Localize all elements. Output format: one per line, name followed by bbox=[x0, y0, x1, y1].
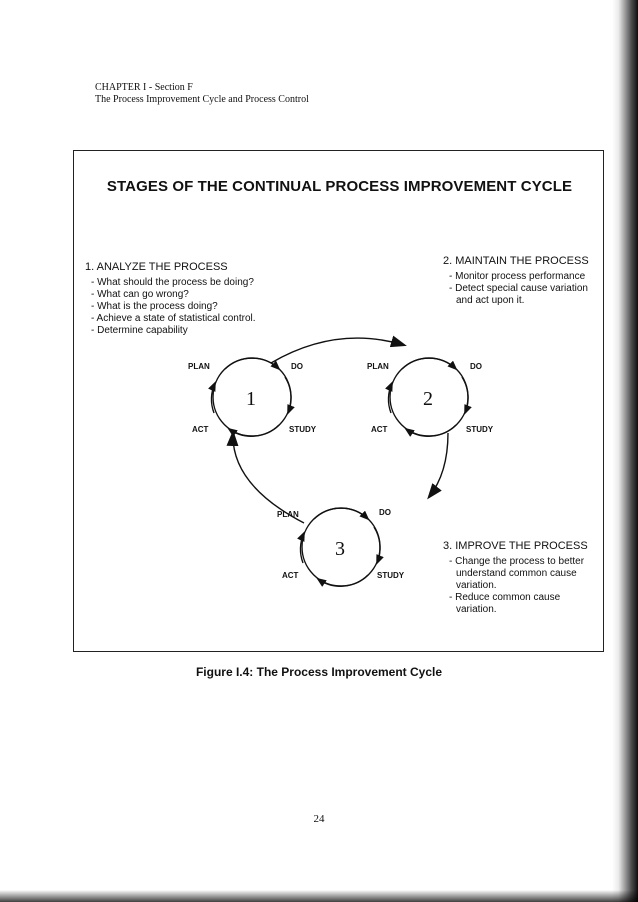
stage1-list: - What should the process be doing? - Wh… bbox=[85, 277, 355, 337]
cycle-2-arrow-do-study bbox=[461, 376, 472, 415]
scan-edge-bottom bbox=[0, 890, 638, 902]
figure-title: STAGES OF THE CONTINUAL PROCESS IMPROVEM… bbox=[106, 178, 573, 195]
figure-caption: Figure I.4: The Process Improvement Cycl… bbox=[195, 665, 443, 679]
cycle-1-plan-label: PLAN bbox=[188, 362, 210, 371]
stage2-item: - Detect special cause variation and act… bbox=[449, 283, 588, 306]
cycle-3-arrow-study-act bbox=[316, 574, 369, 587]
stage2-list: - Monitor process performance - Detect s… bbox=[443, 271, 603, 307]
stage3-item: - Reduce common cause variation. bbox=[449, 592, 561, 615]
stage1-item: - Achieve a state of statistical control… bbox=[91, 313, 256, 324]
cycle-3-arrow-plan-do bbox=[313, 507, 370, 521]
improvement-cycle-diagram: 1 PLAN DO STUDY ACT 2 PLAN DO STUDY ACT bbox=[188, 335, 494, 587]
cycle-3-do-label: DO bbox=[379, 508, 391, 517]
cycle-2-do-label: DO bbox=[470, 362, 482, 371]
stage1-item: - What is the process doing? bbox=[91, 301, 218, 312]
stage1-item: - Determine capability bbox=[91, 325, 188, 336]
cycle-2-number: 2 bbox=[423, 388, 433, 410]
cycle-1: 1 PLAN DO STUDY ACT bbox=[188, 357, 317, 437]
figure-box: STAGES OF THE CONTINUAL PROCESS IMPROVEM… bbox=[73, 150, 604, 652]
cycle-1-study-label: STUDY bbox=[289, 425, 317, 434]
cycle-3-number: 3 bbox=[335, 538, 345, 560]
cycle-3-arrow-act-plan bbox=[297, 531, 305, 564]
cycle-1-arrow-do-study bbox=[284, 376, 295, 415]
cycle-1-arrow-study-act bbox=[227, 424, 280, 437]
cycle-1-number: 1 bbox=[246, 388, 256, 410]
stage2-text: 2. MAINTAIN THE PROCESS - Monitor proces… bbox=[443, 255, 603, 307]
stage1-item: - What can go wrong? bbox=[91, 289, 189, 300]
cycle-1-arrow-plan-do bbox=[224, 357, 281, 371]
stage3-item: - Change the process to better understan… bbox=[449, 556, 585, 591]
stage3-list: - Change the process to better understan… bbox=[443, 556, 603, 616]
chapter-header: CHAPTER I - Section F The Process Improv… bbox=[95, 82, 309, 106]
cycle-2: 2 PLAN DO STUDY ACT bbox=[367, 357, 494, 437]
cycle-1-act-label: ACT bbox=[192, 425, 209, 434]
stage1-item: - What should the process be doing? bbox=[91, 277, 254, 288]
stage3-heading: 3. IMPROVE THE PROCESS bbox=[443, 540, 588, 552]
page-number: 24 bbox=[313, 813, 325, 825]
cycle-3-arrow-do-study bbox=[373, 526, 384, 565]
cycle-2-arrow-plan-do bbox=[401, 357, 458, 371]
cycle-3-study-label: STUDY bbox=[377, 571, 405, 580]
chapter-header-line1: CHAPTER I - Section F bbox=[95, 82, 193, 93]
stage2-item: - Monitor process performance bbox=[449, 271, 586, 282]
chapter-header-line2: The Process Improvement Cycle and Proces… bbox=[95, 94, 309, 105]
scan-edge-right bbox=[612, 0, 638, 902]
cycle-3: 3 PLAN DO STUDY ACT bbox=[277, 507, 405, 587]
stage1-text: 1. ANALYZE THE PROCESS - What should the… bbox=[85, 261, 355, 337]
stage2-heading: 2. MAINTAIN THE PROCESS bbox=[443, 255, 589, 267]
cycle-2-arrow-study-act bbox=[404, 424, 457, 437]
connector-1-to-2 bbox=[270, 335, 407, 364]
cycle-2-plan-label: PLAN bbox=[367, 362, 389, 371]
cycle-2-arrow-act-plan bbox=[385, 381, 393, 414]
stage3-text: 3. IMPROVE THE PROCESS - Change the proc… bbox=[443, 540, 603, 616]
cycle-3-act-label: ACT bbox=[282, 571, 299, 580]
cycle-1-do-label: DO bbox=[291, 362, 303, 371]
stage1-heading: 1. ANALYZE THE PROCESS bbox=[85, 261, 228, 273]
connector-3-to-1 bbox=[226, 430, 305, 524]
cycle-2-study-label: STUDY bbox=[466, 425, 494, 434]
connector-2-to-3 bbox=[427, 432, 449, 500]
cycle-1-arrow-act-plan bbox=[208, 381, 216, 414]
cycle-2-act-label: ACT bbox=[371, 425, 388, 434]
